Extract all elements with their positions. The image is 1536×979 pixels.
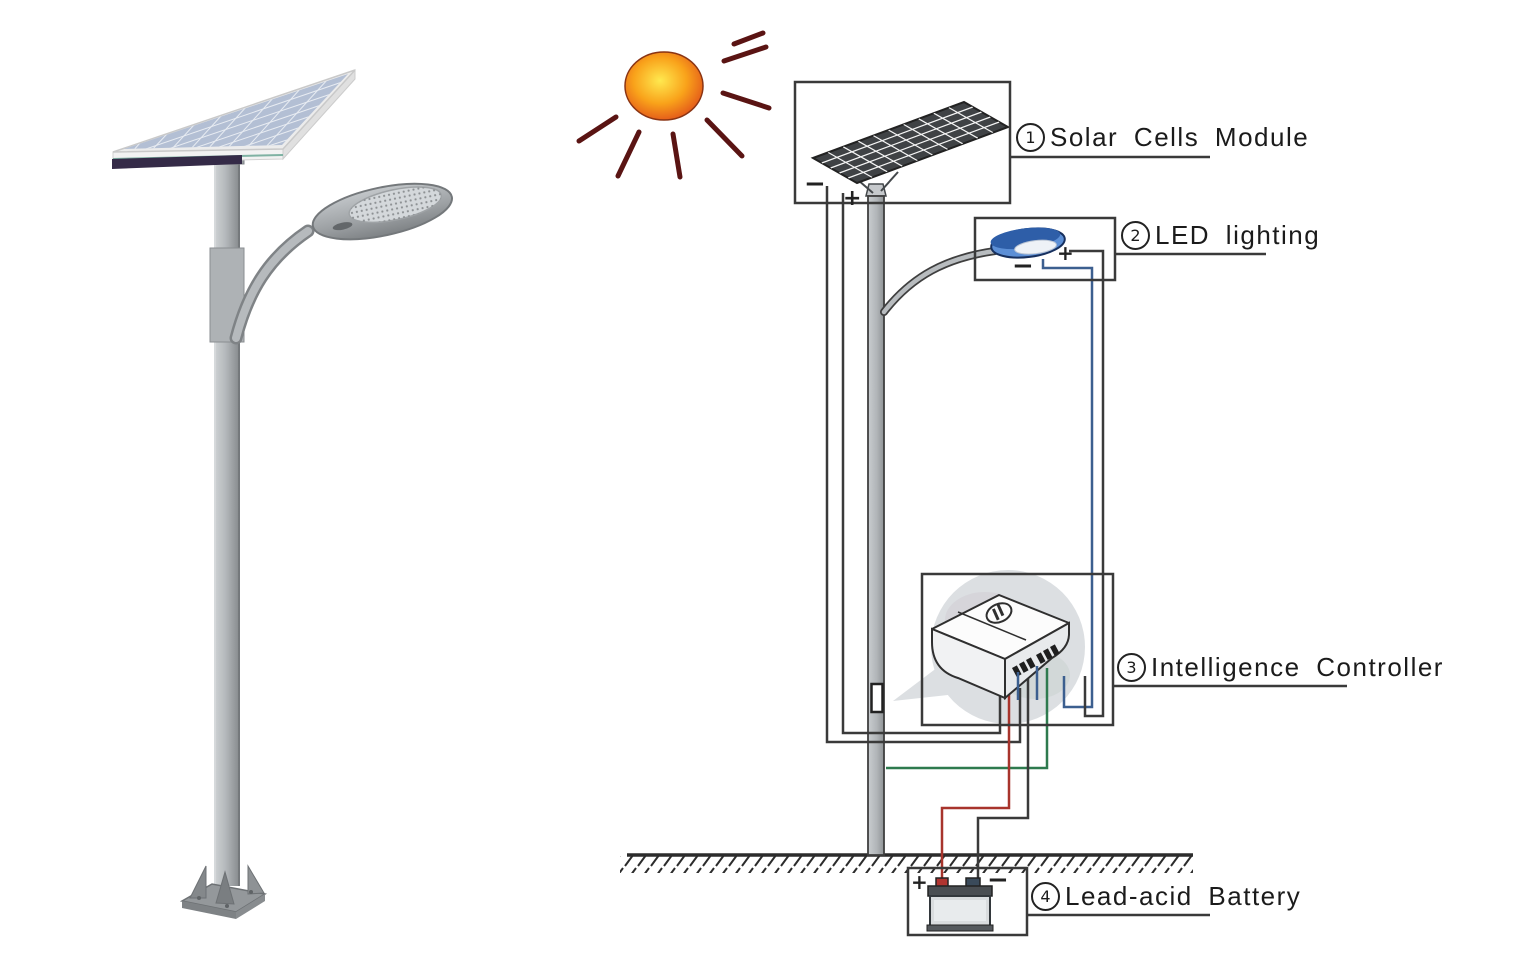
photo-pole-base [179,864,268,919]
battery-top-band [927,885,993,897]
controller-box [920,572,1115,727]
diagram-lamp-belly [1014,239,1057,255]
led-minus-mark: − [1012,251,1034,281]
diagram-panel-grid [821,106,1000,179]
controller-terminals [1012,644,1060,677]
ground-hatching [620,856,1193,873]
photo-panel-grid [131,78,346,149]
battery-plus-mark: + [911,870,928,894]
sun [576,30,772,180]
photo-base-bolt [197,896,201,900]
controller-terminal-face [1004,621,1070,701]
label-1-circled-number: 1 [1016,123,1045,152]
diagram-pole-cap [865,183,887,197]
battery-base-lip [926,924,994,932]
photo-base-gusset-front [215,870,235,905]
led-lighting-box [973,216,1117,282]
label-3-text: Intelligence Controller [1151,652,1444,682]
battery-box [906,866,1029,937]
label-2-circled-number: 2 [1121,221,1150,250]
wire-battery-positive [940,664,1011,884]
diagram-pole [857,171,899,856]
diagram-arm-outline [880,247,999,316]
intelligence-controller-device [931,594,1070,701]
sun-rays [576,30,772,180]
wire-solar-plus [841,193,1002,735]
wire-green-pole [886,668,1049,770]
controller-logo [985,602,1013,624]
label-2-text: LED lighting [1155,220,1321,250]
solar-module-box [793,80,1012,205]
diagram-led-lamp [990,227,1066,259]
photo-base-gusset-left [189,865,207,899]
sun-disc [624,51,704,121]
lead-acid-battery [926,877,994,932]
photo-solar-panel [112,68,356,169]
wire-led-minus [1041,259,1094,709]
photo-lamp-slot [332,222,353,231]
label-lead-acid-battery: 4 Lead-acid Battery [1031,881,1301,912]
label-led-lighting: 2 LED lighting [1121,220,1320,251]
photo-base-thickness-left [182,901,236,919]
led-plus-mark: + [1057,241,1074,265]
controller-wire-stubs [1016,666,1039,700]
photo-lamp-head [311,182,453,241]
photo-base-thickness-right [236,894,265,919]
controller-top-seam [957,611,1027,641]
photo-arm [232,227,312,342]
photo-panel-dark-strip [112,155,242,169]
diagram-pole-access-door [870,682,884,714]
label-intelligence-controller: 3 Intelligence Controller [1117,652,1444,683]
wire-led-plus [1069,249,1105,718]
wire-battery-negative [976,664,1030,884]
photo-base-bolt [249,890,253,894]
wiring [825,186,1105,884]
diagram-panel-strut [880,171,899,192]
label-solar-cells-module: 1 Solar Cells Module [1016,122,1309,153]
diagram-pole-shaft [867,195,885,856]
polarity-marks: − + + − + − [804,169,1074,895]
photo-arm-outline [229,224,315,345]
callouts [793,80,1347,937]
label-4-circled-number: 4 [1031,882,1060,911]
battery-minus-mark: − [987,865,1009,895]
photo-base-gusset-right [247,864,265,895]
controller-front-face [931,627,1006,700]
solar-minus-mark: − [804,169,826,199]
solar-plus-mark: + [843,186,861,211]
battery-body-highlight [934,900,986,921]
label-1-text: Solar Cells Module [1050,122,1310,152]
street-light-photo [112,68,453,919]
diagram-arm [881,248,998,315]
wire-solar-minus [825,186,1022,744]
photo-lamp-led-dots [349,187,442,223]
ground [620,853,1193,873]
diagram-solar-panel [810,100,1011,185]
photo-base-bolt [225,904,229,908]
label-4-text: Lead-acid Battery [1065,881,1302,911]
label-3-circled-number: 3 [1117,653,1146,682]
